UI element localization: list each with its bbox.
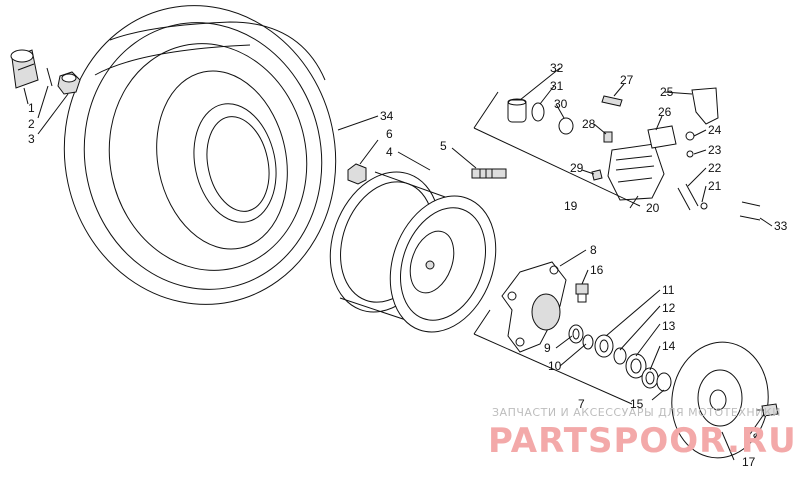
plug-28[interactable] — [603, 131, 613, 143]
callout-22: 22 — [708, 161, 722, 175]
watermark: ЗАПЧАСТИ И АКСЕССУАРЫ ДЛЯ МОТОТЕХНИКИ PA… — [488, 406, 797, 461]
callout-18: 18 — [746, 431, 760, 445]
callout-21: 21 — [708, 179, 722, 193]
callout-8: 8 — [590, 243, 597, 257]
ring-31[interactable] — [531, 102, 545, 122]
callout-27: 27 — [620, 73, 634, 87]
callout-5: 5 — [440, 139, 447, 153]
ring-30[interactable] — [558, 117, 574, 135]
callout-25: 25 — [660, 85, 674, 99]
callout-11: 11 — [662, 283, 675, 297]
watermark-brand: PARTSPOOR.RU — [488, 421, 797, 461]
callout-2: 2 — [28, 117, 35, 131]
callout-9: 9 — [544, 341, 551, 355]
sleeve-32[interactable] — [507, 98, 527, 123]
callout-10: 10 — [548, 359, 562, 373]
callout-7: 7 — [578, 397, 585, 411]
callout-17: 17 — [742, 455, 756, 469]
seal-14[interactable] — [641, 367, 659, 389]
callout-12: 12 — [662, 301, 676, 315]
bleeder-29[interactable] — [591, 169, 603, 181]
brake-disc[interactable] — [664, 336, 775, 464]
wheel-rim[interactable] — [312, 157, 514, 347]
pin-21[interactable] — [700, 202, 708, 210]
disc-bolt[interactable] — [756, 403, 779, 417]
lug-nut[interactable] — [347, 163, 367, 185]
pin-22[interactable] — [677, 183, 699, 211]
cotter-pin[interactable] — [46, 67, 53, 87]
spacer-12[interactable] — [613, 347, 627, 365]
ring-15[interactable] — [656, 372, 672, 392]
callout-29: 29 — [570, 161, 584, 175]
wheel-hub[interactable] — [501, 261, 567, 353]
bearing-13[interactable] — [625, 353, 647, 379]
callout-15: 15 — [630, 397, 644, 411]
leader-lines — [23, 67, 773, 461]
clip-23[interactable] — [686, 150, 694, 158]
callout-4: 4 — [386, 145, 393, 159]
bearing-10[interactable] — [582, 334, 594, 350]
washer-24[interactable] — [685, 131, 695, 141]
bracket-line-7 — [473, 309, 633, 405]
brake-caliper[interactable] — [607, 143, 665, 201]
bracket-line-19 — [473, 91, 641, 207]
callout-28: 28 — [582, 117, 596, 131]
callout-1: 1 — [28, 101, 35, 115]
seal-9[interactable] — [568, 324, 584, 344]
callout-20: 20 — [646, 201, 660, 215]
hub-stud[interactable] — [575, 283, 589, 303]
bolt-33[interactable] — [739, 201, 761, 221]
callout-labels: 1 2 3 4 5 6 7 8 9 10 11 12 13 14 15 16 1… — [28, 61, 788, 469]
callout-31: 31 — [550, 79, 564, 93]
brake-pads-26[interactable] — [647, 125, 677, 149]
callout-14: 14 — [662, 339, 676, 353]
boot-27[interactable] — [601, 95, 623, 107]
valve-cap[interactable] — [10, 49, 39, 89]
callout-16: 16 — [590, 263, 604, 277]
wheel-stud[interactable] — [471, 168, 507, 179]
callout-6: 6 — [386, 127, 393, 141]
bracket-25[interactable] — [691, 87, 719, 125]
watermark-tagline: ЗАПЧАСТИ И АКСЕССУАРЫ ДЛЯ МОТОТЕХНИКИ — [492, 406, 781, 419]
callout-13: 13 — [662, 319, 676, 333]
callout-30: 30 — [554, 97, 568, 111]
callout-23: 23 — [708, 143, 722, 157]
callout-32: 32 — [550, 61, 564, 75]
callout-34: 34 — [380, 109, 394, 123]
callout-26: 26 — [658, 105, 672, 119]
callout-3: 3 — [28, 132, 35, 146]
bearing-11[interactable] — [594, 334, 614, 358]
axle-nut[interactable] — [57, 71, 81, 95]
callout-33: 33 — [774, 219, 788, 233]
callout-24: 24 — [708, 123, 722, 137]
callout-19: 19 — [564, 199, 578, 213]
tire[interactable] — [37, 0, 363, 330]
